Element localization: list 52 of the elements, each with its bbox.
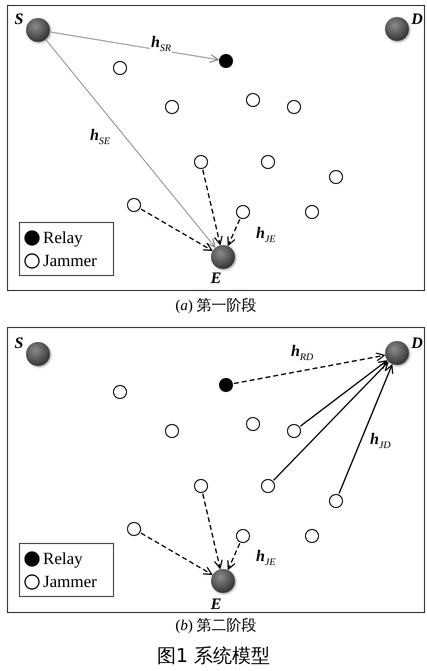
jammer-circle (261, 155, 275, 169)
node-label: D (411, 336, 423, 352)
arrow (227, 543, 240, 570)
jammer-circle (287, 100, 301, 114)
legend-label: Jammer (43, 252, 97, 270)
arrow (300, 360, 388, 427)
node-label: S (14, 336, 24, 352)
arrow (202, 494, 223, 569)
node-label: S (14, 12, 24, 28)
jammer-circle (165, 100, 179, 114)
edge-label: h$_{SE}$ (89, 128, 112, 148)
jammer-circle (305, 205, 319, 219)
relay-circle (219, 54, 233, 68)
jammer-circle (127, 198, 141, 212)
arrow (338, 364, 394, 494)
arrow (227, 219, 240, 246)
jammer-circle (246, 417, 260, 431)
legend-label: Relay (43, 229, 83, 247)
legend-label: Jammer (43, 573, 97, 591)
edge-label: h$_{JE}$ (255, 226, 276, 246)
edge-label: h$_{JE}$ (255, 549, 276, 568)
jammer-circle (329, 170, 343, 184)
jammer-circle (194, 479, 208, 493)
arrow (50, 32, 219, 63)
jammer-circle (194, 155, 208, 169)
jammer-circle (287, 424, 301, 438)
node-label: E (210, 597, 222, 613)
arrow (140, 532, 212, 575)
figure-caption: 图1 系统模型 (156, 644, 270, 669)
edge-label: h$_{JD}$ (369, 432, 392, 452)
panel-caption: (b) 第二阶段 (175, 616, 257, 635)
arrow (140, 208, 212, 251)
node-label: E (210, 271, 222, 287)
jammer-circle (165, 424, 179, 438)
jammer-circle (329, 494, 343, 508)
relay-circle (219, 378, 233, 392)
arrow (46, 40, 216, 248)
jammer-circle (236, 529, 250, 543)
panel-caption: (a) 第一阶段 (175, 296, 257, 315)
jammer-circle (113, 385, 127, 399)
arrow (273, 362, 388, 481)
jammer-circle (127, 522, 141, 536)
jammer-circle (305, 529, 319, 543)
arrow (234, 352, 385, 384)
jammer-circle (236, 205, 250, 219)
jammer-circle (113, 61, 127, 75)
jammer-circle (261, 479, 275, 493)
arrow (202, 170, 223, 245)
node-label: D (411, 12, 423, 28)
jammer-circle (246, 93, 260, 107)
edge-label: h$_{SR}$ (150, 35, 172, 54)
legend-label: Relay (43, 550, 83, 568)
